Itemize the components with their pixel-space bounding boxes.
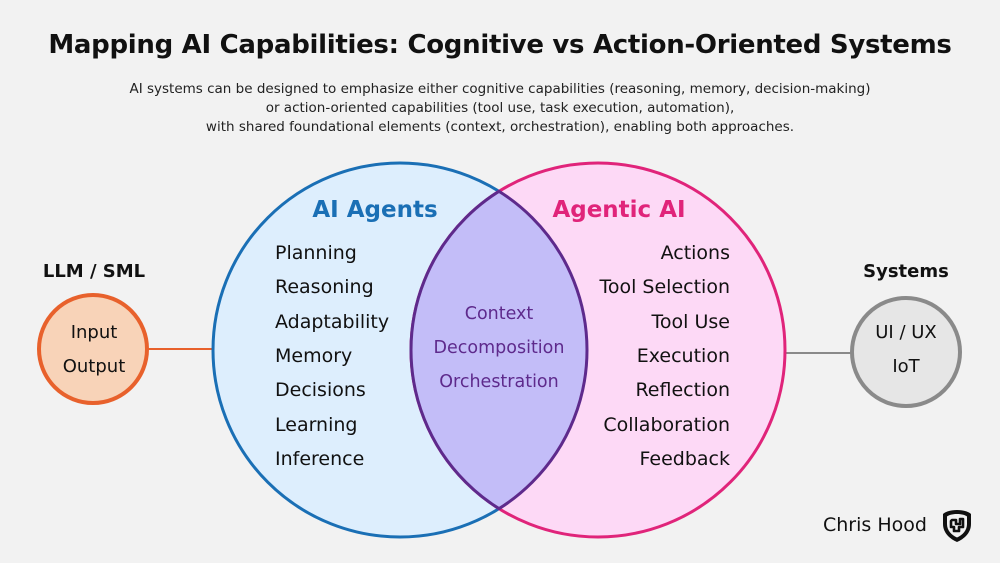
overlap-left-edge <box>410 162 589 538</box>
ai-agents-item: Planning <box>275 242 357 264</box>
overlap-list: Context Decomposition Orchestration <box>434 304 565 392</box>
llm-item: Output <box>63 356 126 377</box>
overlap-item: Orchestration <box>439 372 558 392</box>
ai-agents-item: Decisions <box>275 379 366 401</box>
llm-item: Input <box>71 322 118 343</box>
ai-agents-item: Inference <box>275 448 364 470</box>
ai-agents-item: Reasoning <box>275 276 374 298</box>
agentic-ai-item: Tool Use <box>651 311 730 333</box>
ai-agents-item: Learning <box>275 414 358 436</box>
systems-heading: Systems <box>863 261 949 282</box>
agentic-ai-list: Actions Tool Selection Tool Use Executio… <box>598 242 730 470</box>
overlap-item: Decomposition <box>434 338 565 358</box>
ai-agents-item: Memory <box>275 345 352 367</box>
overlap-region <box>411 163 587 537</box>
author-name: Chris Hood <box>823 514 927 536</box>
agentic-ai-item: Collaboration <box>603 414 730 436</box>
systems-item: IoT <box>892 356 920 377</box>
agentic-ai-item: Feedback <box>640 448 730 470</box>
systems-item: UI / UX <box>875 322 937 343</box>
overlap-item: Context <box>465 304 534 324</box>
subtitle-line: or action-oriented capabilities (tool us… <box>265 100 735 116</box>
agentic-ai-item: Actions <box>661 242 730 264</box>
systems-node-circle[interactable] <box>850 296 962 408</box>
llm-heading: LLM / SML <box>43 261 145 282</box>
agentic-ai-heading: Agentic AI <box>552 197 685 223</box>
agentic-ai-item: Reflection <box>635 379 730 401</box>
llm-node-circle[interactable] <box>37 293 149 405</box>
ai-agents-list: Planning Reasoning Adaptability Memory D… <box>275 242 389 470</box>
ai-agents-heading: AI Agents <box>312 197 437 223</box>
shield-logo-icon <box>943 510 971 542</box>
page-title: Mapping AI Capabilities: Cognitive vs Ac… <box>48 30 952 60</box>
subtitle-line: with shared foundational elements (conte… <box>205 119 795 135</box>
overlap-right-edge <box>409 162 588 538</box>
agentic-ai-item: Tool Selection <box>598 276 730 298</box>
subtitle-line: AI systems can be designed to emphasize … <box>129 81 871 97</box>
ai-agents-item: Adaptability <box>275 311 389 333</box>
agentic-ai-item: Execution <box>637 345 730 367</box>
subtitle: AI systems can be designed to emphasize … <box>0 80 1000 137</box>
